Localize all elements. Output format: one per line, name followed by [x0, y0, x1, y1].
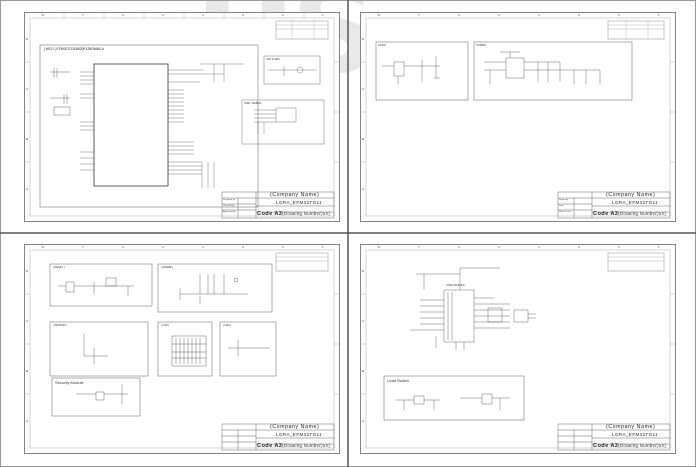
reset-title: [ RESET ]: [53, 266, 65, 269]
col-label: 8: [378, 245, 380, 249]
col-label: 4: [538, 245, 540, 249]
col-label: 5: [498, 245, 500, 249]
row-label: B: [26, 137, 29, 141]
col-label: 5: [498, 13, 500, 17]
sheet-2-drawing: [360, 12, 676, 222]
col-label: 4: [202, 245, 204, 249]
col-label: 3: [242, 245, 244, 249]
board-name: LORA_EFM32TG11: [276, 432, 323, 437]
col-label: 6: [458, 245, 460, 249]
sheet-label: Sheet 1 of 4: [559, 211, 571, 213]
company-name: (Company Name): [606, 424, 656, 430]
row-label: C: [362, 87, 365, 91]
code-label: Code A3(Drawing Number)on): [593, 211, 667, 217]
col-label: 8: [42, 13, 44, 17]
schematic-sheet-2: [360, 12, 676, 222]
drawn-by-label: Drawn by: [559, 199, 569, 201]
col-label: 8: [378, 13, 380, 17]
col-label: 1: [322, 13, 324, 17]
schematic-sheet-3: [24, 244, 340, 454]
row-label: A: [26, 419, 29, 423]
row-label: C: [26, 87, 29, 91]
col-label: 4: [538, 13, 540, 17]
sheet-4-frame: LORA MODULE Load Switch 8 7 6 5 4 3 2 1 …: [360, 244, 676, 454]
col-label: 6: [122, 13, 124, 17]
col-label: 2: [282, 245, 284, 249]
row-label: B: [26, 369, 29, 373]
col-label: 3: [578, 245, 580, 249]
row-label: B: [362, 369, 365, 373]
lcd-title: [ LCD ]: [161, 324, 170, 327]
swd-title: SWD / DEBUG: [244, 102, 262, 105]
row-label: D: [362, 269, 365, 273]
sheet-2-frame: DC/DC POWER 8 7 6 5 4 3 2 1 D C B A (Com…: [360, 12, 676, 222]
lora-module-label: LORA MODULE: [446, 284, 465, 287]
mcu-title: [ MCU ] EFM32TG11B520F128GM64-A: [44, 47, 104, 51]
dcdc-title: DC/DC: [378, 44, 387, 47]
schematic-sheet-1: [24, 12, 340, 222]
col-label: 7: [418, 245, 420, 249]
company-name: (Company Name): [270, 424, 320, 430]
row-label: D: [26, 37, 29, 41]
schematic-sheet-4: [360, 244, 676, 454]
power-title: POWER: [476, 44, 486, 47]
sheet-3-frame: [ RESET ] [ FRAME ] [ SENSOR ] [ LCD ] […: [24, 244, 340, 454]
load-switch-title: Load Switch: [387, 378, 409, 383]
col-label: 1: [322, 245, 324, 249]
col-label: 6: [458, 13, 460, 17]
col-label: 3: [242, 13, 244, 17]
board-name: LORA_EFM32TG11: [612, 432, 659, 437]
row-label: C: [362, 319, 365, 323]
col-label: 1: [658, 245, 660, 249]
sensor-title: [ SENSOR ]: [53, 324, 67, 327]
board-name: LORA_EFM32TG11: [276, 200, 323, 205]
company-name: (Company Name): [606, 192, 656, 198]
ant-title: ANT & SMA: [266, 58, 280, 61]
checked-by-label: Checked by: [223, 205, 235, 207]
row-label: B: [362, 137, 365, 141]
col-label: 3: [578, 13, 580, 17]
code-label: Code A3(Drawing Number)on): [257, 443, 331, 449]
col-label: 2: [282, 13, 284, 17]
col-label: 6: [122, 245, 124, 249]
sheet-1-drawing: [24, 12, 340, 222]
security-module-title: Security Module: [55, 380, 84, 385]
col-label: 4: [202, 13, 204, 17]
col-label: 5: [162, 245, 164, 249]
approved-by-label: Approved by: [223, 211, 236, 213]
col-label: 1: [658, 13, 660, 17]
col-label: 5: [162, 13, 164, 17]
col-label: 2: [618, 13, 620, 17]
col-label: 8: [42, 245, 44, 249]
col-label: 7: [418, 13, 420, 17]
row-label: D: [362, 37, 365, 41]
sheet-1-frame: [ MCU ] EFM32TG11B520F128GM64-A ANT & SM…: [24, 12, 340, 222]
frame-title: [ FRAME ]: [161, 266, 173, 269]
col-label: 2: [618, 245, 620, 249]
designed-by-label: Designed by: [223, 199, 236, 201]
date-label: Date: [559, 205, 564, 207]
sheet-4-drawing: [360, 244, 676, 454]
code-label: Code A3(Drawing Number)on): [593, 443, 667, 449]
row-label: A: [362, 419, 365, 423]
row-label: A: [362, 187, 365, 191]
row-label: C: [26, 319, 29, 323]
code-label: Code A3(Drawing Number)on): [257, 211, 331, 217]
company-name: (Company Name): [270, 192, 320, 198]
board-name: LORA_EFM32TG11: [612, 200, 659, 205]
led-title: [ LED ]: [223, 324, 231, 327]
row-label: A: [26, 187, 29, 191]
col-label: 7: [82, 13, 84, 17]
row-label: D: [26, 269, 29, 273]
col-label: 7: [82, 245, 84, 249]
sheet-3-drawing: [24, 244, 340, 454]
